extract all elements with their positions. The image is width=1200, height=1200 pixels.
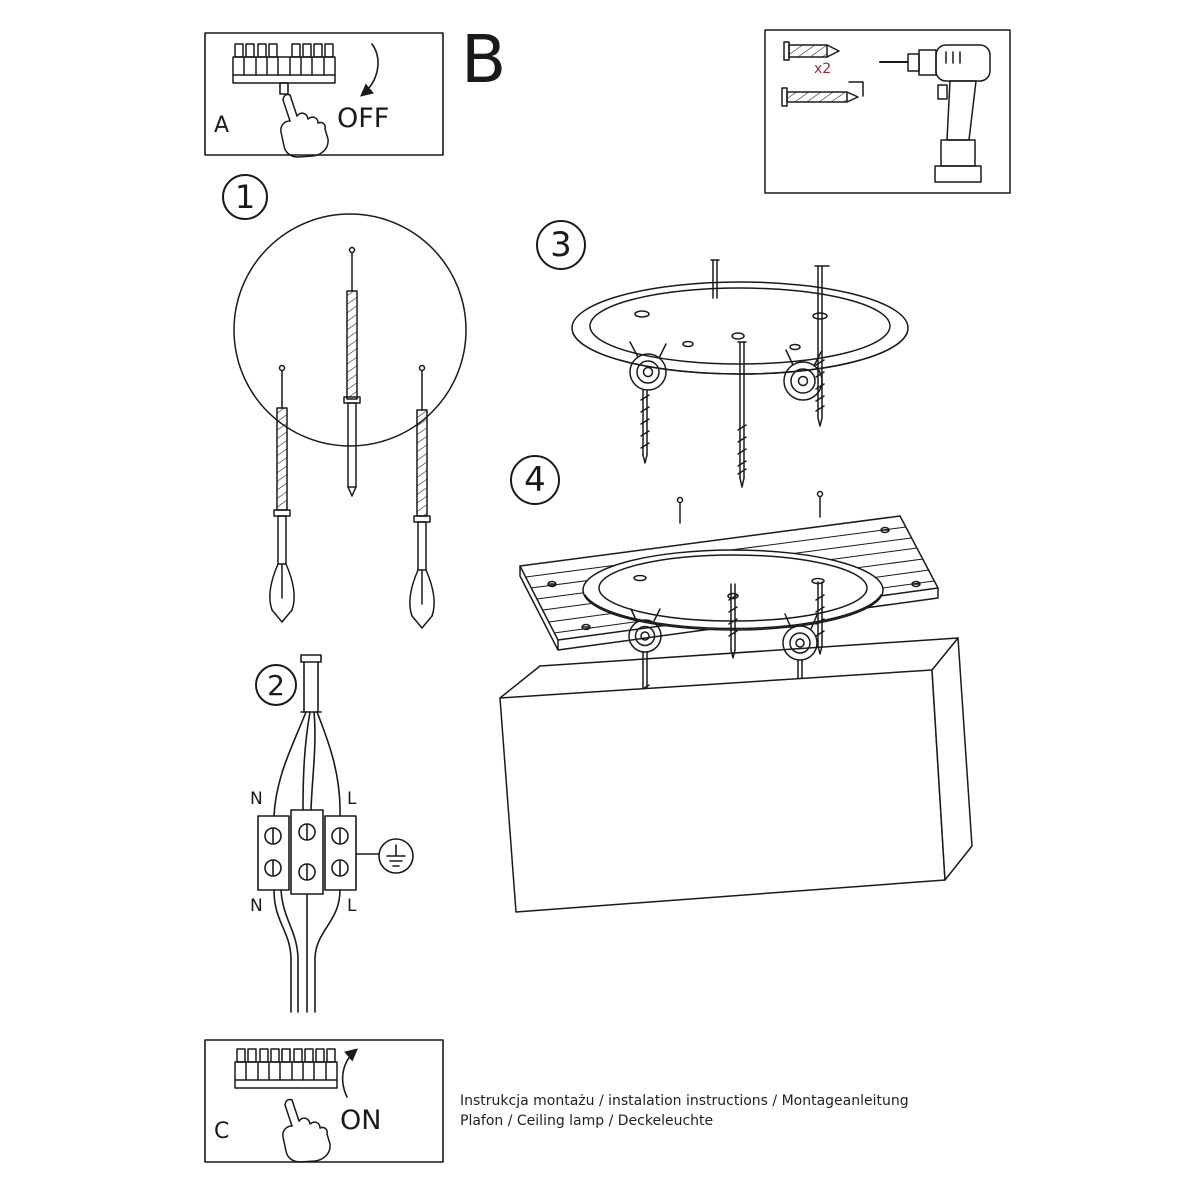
mounting-screw-right: [814, 265, 830, 427]
panel-c-figure: [204, 1039, 444, 1163]
step-2-number: 2: [267, 668, 285, 702]
panel-c-action-label: ON: [340, 1105, 382, 1136]
screw-icon: [781, 81, 864, 107]
drill-icon: [879, 44, 991, 183]
step-4-badge: 4: [510, 455, 560, 505]
screw-anchor-left: [269, 364, 295, 623]
screw-anchor-middle: [343, 246, 361, 497]
panel-a-figure: [204, 32, 444, 158]
step-1-number: 1: [234, 178, 256, 216]
pin-top: [710, 259, 720, 299]
mounting-screw-left: [640, 389, 650, 464]
wall-anchor-icon: [783, 41, 840, 61]
wires-bottom: [273, 889, 341, 1013]
step4-figure: [499, 490, 973, 913]
breaker-toggle-on: [281, 1048, 291, 1063]
pin-screws-top: [676, 490, 824, 524]
terminal-block: [257, 809, 357, 895]
lamp-socket-right: [783, 349, 823, 401]
footer-line-2: Plafon / Ceiling lamp / Deckeleuchte: [460, 1113, 714, 1129]
anchor-count-label: x2: [814, 61, 832, 77]
footer-line-1: Instrukcja montażu / instalation instruc…: [460, 1093, 909, 1109]
hardware-box-figure: [764, 29, 1011, 194]
arrow-up-icon: [341, 1048, 358, 1098]
screw-anchor-right: [409, 364, 435, 629]
wire-n-bottom-label: N: [250, 896, 263, 916]
wire-n-top-label: N: [250, 789, 263, 809]
step3-figure: [571, 259, 909, 488]
arrow-down-icon: [360, 43, 379, 97]
wire-l-top-label: L: [347, 789, 357, 809]
magnifier-circle: [233, 213, 467, 447]
step-1-badge: 1: [222, 174, 268, 220]
cable-end: [300, 654, 322, 663]
mounting-screw-center: [737, 341, 747, 488]
step2-figure: [257, 654, 414, 1013]
step-2-badge: 2: [255, 664, 297, 706]
step-4-number: 4: [524, 460, 546, 500]
breaker-toggle-off: [279, 82, 289, 95]
lamp-shade-box: [499, 637, 973, 913]
panel-c-label: C: [214, 1119, 230, 1144]
step-3-number: 3: [550, 225, 572, 265]
step1-figure: [233, 213, 467, 629]
panel-a-label: A: [214, 113, 230, 138]
ground-symbol-icon: [355, 838, 414, 874]
wires-top: [273, 711, 341, 817]
plate-on-canopy: [582, 549, 884, 661]
wire-l-bottom-label: L: [347, 896, 357, 916]
lamp-socket-left: [629, 341, 667, 391]
step-3-badge: 3: [536, 220, 586, 270]
section-b-label: B: [461, 21, 507, 98]
panel-a-action-label: OFF: [337, 103, 390, 134]
